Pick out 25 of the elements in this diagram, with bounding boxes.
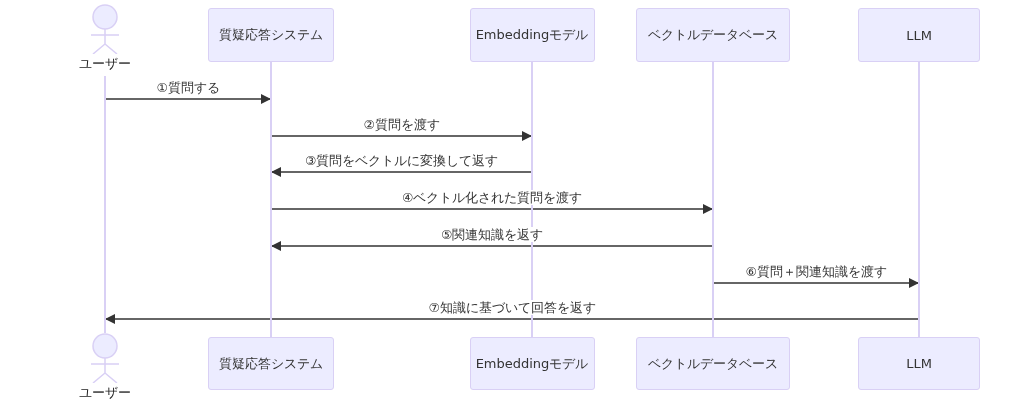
edge-label: ②質問を渡す xyxy=(361,117,442,132)
participant-box: Embeddingモデル xyxy=(469,8,595,62)
message-arrow xyxy=(713,278,919,288)
edge-label: ⑦知識に基づいて回答を返す xyxy=(426,300,598,315)
message-arrow xyxy=(105,314,919,324)
participant-box: LLM xyxy=(858,8,980,62)
message-arrow xyxy=(271,131,532,141)
participant-box: ベクトルデータベース xyxy=(636,8,790,62)
message-arrow xyxy=(271,204,713,214)
actor-label: ユーザー xyxy=(79,55,131,73)
participant-box: LLM xyxy=(858,337,980,390)
message-arrow xyxy=(105,94,271,104)
participant-box: Embeddingモデル xyxy=(469,337,595,390)
participant-box: 質疑応答システム xyxy=(208,337,334,390)
lifeline xyxy=(104,76,106,333)
lifeline xyxy=(270,62,272,337)
lifeline xyxy=(918,62,920,337)
edge-label: ⑥質問＋関連知識を渡す xyxy=(743,264,889,279)
message-arrow xyxy=(271,167,532,177)
message-arrow xyxy=(271,241,713,251)
participant-box: 質疑応答システム xyxy=(208,8,334,62)
participant-box: ベクトルデータベース xyxy=(636,337,790,390)
edge-label: ①質問する xyxy=(154,80,222,95)
lifeline xyxy=(712,62,714,337)
actor-label: ユーザー xyxy=(79,384,131,400)
